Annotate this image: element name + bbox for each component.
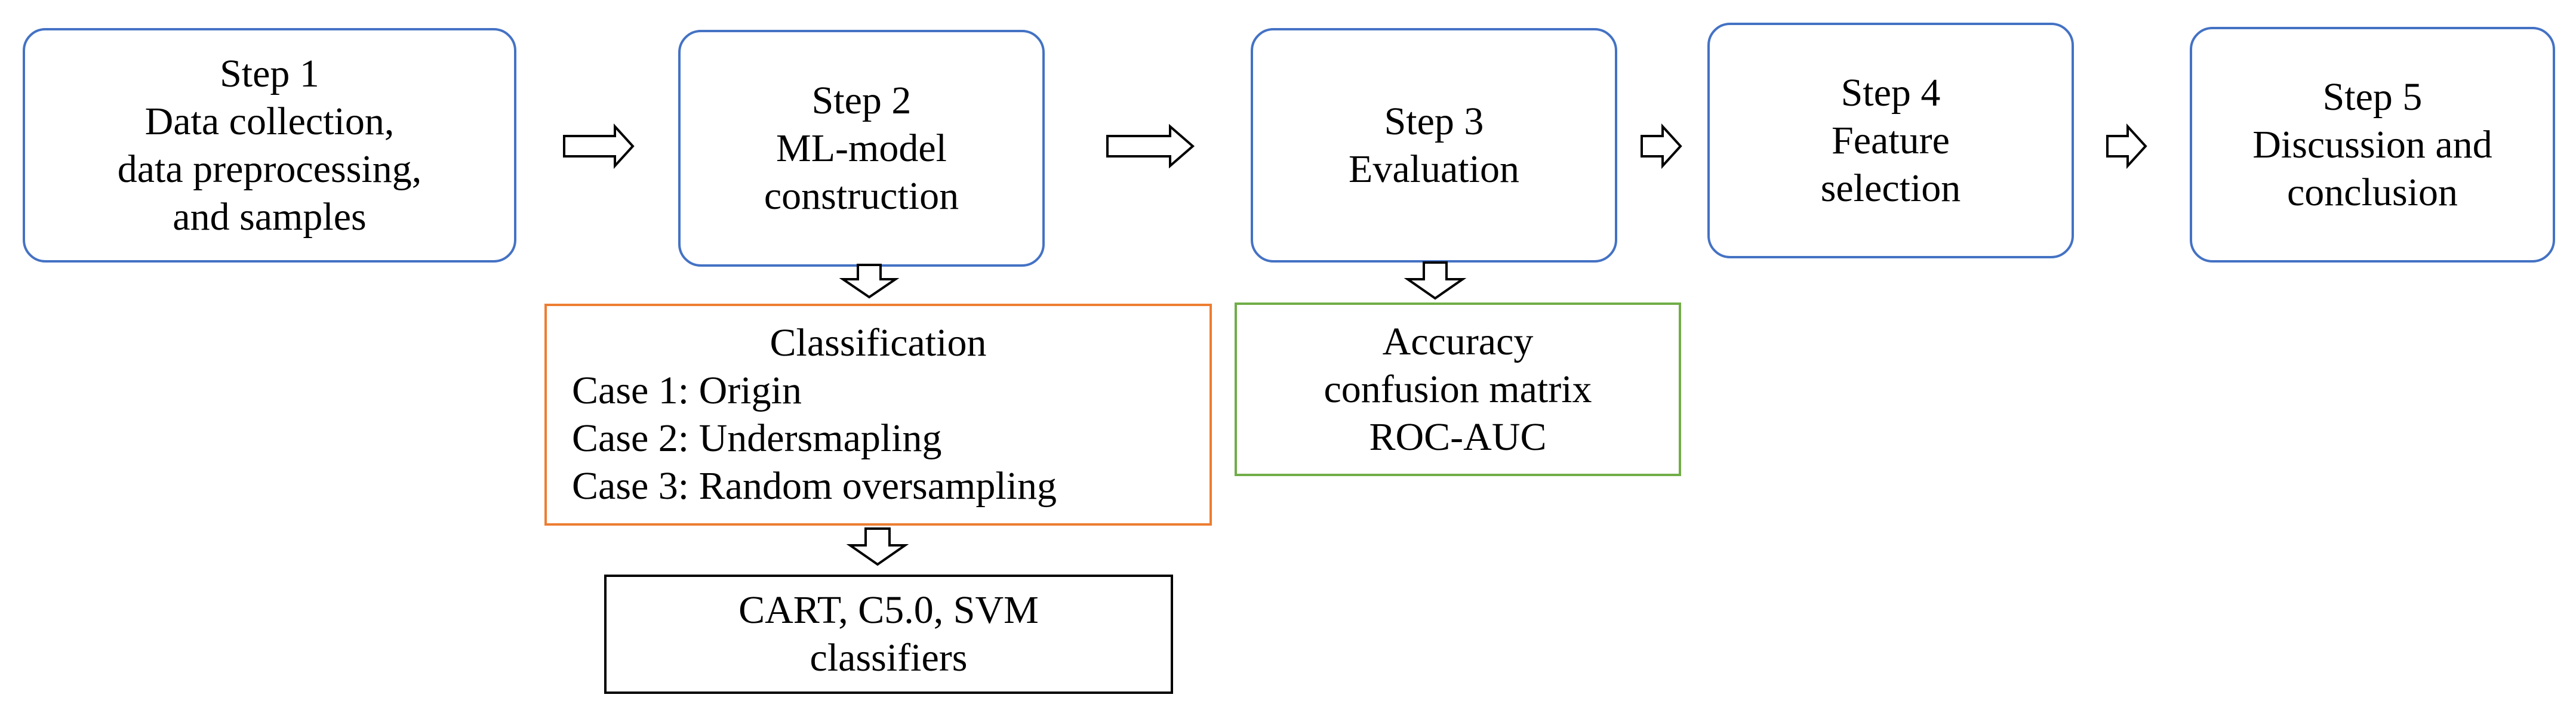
right-arrow-icon — [2106, 123, 2147, 169]
case-item-2: Case 2: Undersmapling — [572, 416, 942, 460]
step-1-box: Step 1 Data collection, data preprocessi… — [23, 28, 516, 263]
step-1-line-1: Data collection, — [144, 99, 395, 143]
step-2-line-1: ML-model — [776, 126, 947, 170]
metric-accuracy: Accuracy — [1382, 319, 1534, 363]
step-3-title: Step 3 — [1384, 99, 1484, 143]
step-5-box: Step 5 Discussion and conclusion — [2190, 27, 2555, 263]
step-1-line-2: data preprocessing, — [117, 147, 422, 191]
step-5-line-2: conclusion — [2287, 170, 2458, 214]
classifiers-line-1: CART, C5.0, SVM — [738, 588, 1039, 632]
step-1-line-3: and samples — [173, 195, 367, 239]
down-arrow-icon — [1404, 261, 1467, 300]
step-5-line-1: Discussion and — [2252, 122, 2492, 166]
step-2-line-2: construction — [764, 174, 959, 218]
classifiers-line-2: classifiers — [810, 636, 968, 680]
right-arrow-icon — [1641, 123, 1682, 169]
step-4-line-1: Feature — [1832, 118, 1950, 162]
step-4-title: Step 4 — [1841, 70, 1941, 115]
case-item-1: Case 1: Origin — [572, 369, 802, 412]
classification-title: Classification — [770, 321, 987, 365]
step-4-line-2: selection — [1820, 166, 1961, 210]
case-item-3: Case 3: Random oversampling — [572, 464, 1057, 508]
evaluation-metrics-box: Accuracy confusion matrix ROC-AUC — [1235, 302, 1681, 476]
step-1-title: Step 1 — [220, 51, 319, 95]
classification-box: Classification Case 1: Origin Case 2: Un… — [544, 304, 1212, 526]
right-arrow-icon — [563, 123, 635, 169]
step-3-box: Step 3 Evaluation — [1251, 28, 1617, 263]
step-3-line-1: Evaluation — [1349, 147, 1519, 191]
step-5-title: Step 5 — [2322, 75, 2423, 119]
down-arrow-icon — [846, 527, 909, 566]
step-4-box: Step 4 Feature selection — [1707, 23, 2074, 258]
down-arrow-icon — [839, 264, 900, 299]
step-2-box: Step 2 ML-model construction — [678, 30, 1045, 267]
step-2-title: Step 2 — [811, 78, 912, 122]
metric-confusion-matrix: confusion matrix — [1324, 367, 1592, 411]
metric-roc-auc: ROC-AUC — [1369, 415, 1547, 459]
right-arrow-icon — [1106, 124, 1195, 169]
classifiers-box: CART, C5.0, SVM classifiers — [604, 575, 1173, 694]
